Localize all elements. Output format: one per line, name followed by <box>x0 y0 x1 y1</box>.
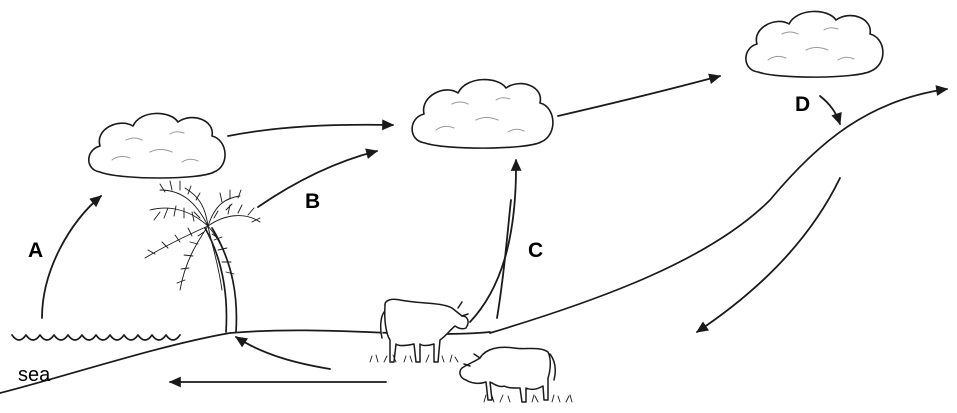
cloud-middle <box>411 78 554 149</box>
label-a: A <box>28 239 43 262</box>
palm-tree <box>144 180 261 333</box>
cloud-right <box>745 10 884 78</box>
arrow-c-respiration-short <box>496 199 512 319</box>
arrow-rain-down <box>696 177 841 333</box>
sea-waves <box>11 334 181 341</box>
grass-cow-lower <box>483 394 573 403</box>
arrow-cloud2-to-cloud3 <box>557 73 722 117</box>
arrow-a-evaporation <box>41 195 102 319</box>
arrow-b-transpiration <box>257 148 379 208</box>
cow-upper <box>379 298 469 363</box>
hill-line <box>489 85 949 334</box>
arrow-c-respiration <box>469 158 522 323</box>
arrow-cloud1-to-cloud2 <box>227 119 395 137</box>
arrow-runoff-to-tree <box>234 336 331 370</box>
label-d: D <box>795 93 810 116</box>
cloud-left <box>87 112 226 179</box>
label-c: C <box>528 239 543 262</box>
label-b: B <box>305 190 320 213</box>
cow-lower <box>459 346 556 403</box>
arrow-d-precipitation <box>819 95 842 126</box>
label-sea: sea <box>18 364 51 386</box>
grass-cow-upper <box>369 354 459 363</box>
